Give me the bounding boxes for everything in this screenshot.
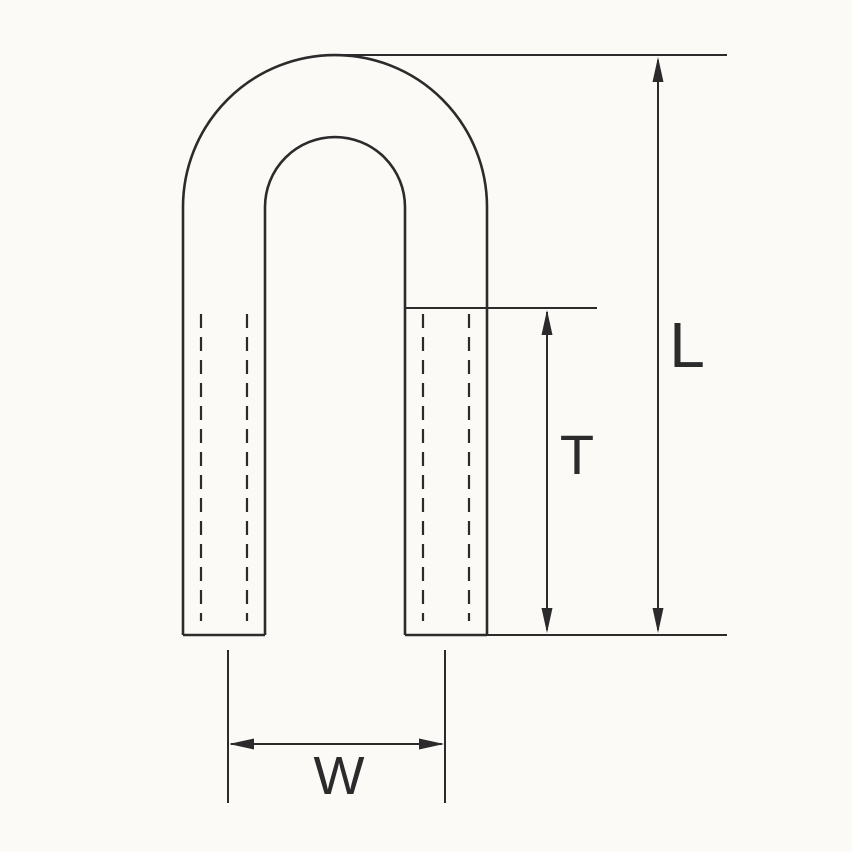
w-arrowhead-left — [229, 738, 254, 750]
t-arrowhead-down — [541, 608, 553, 633]
u-bolt-body — [181, 53, 489, 637]
w-arrowhead-right — [419, 738, 444, 750]
l-arrowhead-down — [652, 608, 664, 633]
label-width: W — [314, 746, 365, 806]
label-thread-length: T — [560, 423, 594, 486]
l-arrowhead-up — [652, 57, 664, 82]
t-arrowhead-up — [541, 310, 553, 335]
w-dimension: W — [229, 738, 444, 806]
t-dimension: T — [541, 310, 594, 633]
u-bolt-outer-outline — [181, 53, 489, 635]
thread-dashed-lines — [199, 314, 471, 621]
label-length: L — [669, 309, 705, 381]
l-dimension: L — [652, 57, 705, 633]
extension-lines — [227, 54, 727, 803]
u-bolt-inner-outline — [263, 135, 407, 635]
